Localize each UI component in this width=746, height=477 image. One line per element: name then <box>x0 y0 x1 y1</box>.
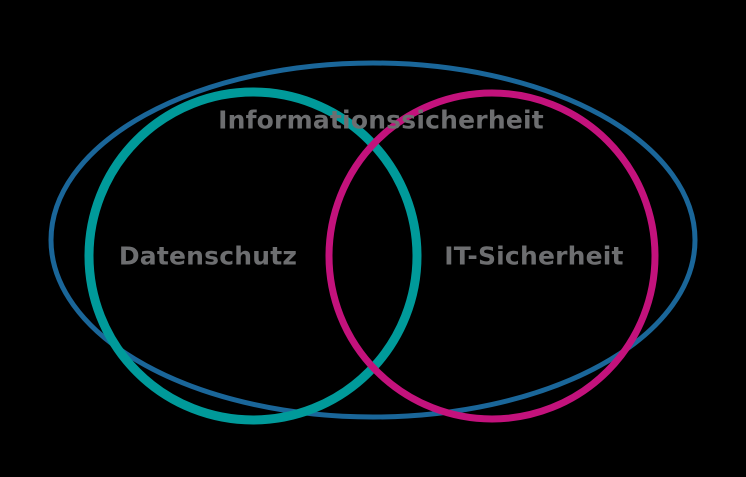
universe-label-informationssicherheit: Informationssicherheit <box>218 105 544 135</box>
set-label-datenschutz: Datenschutz <box>118 241 298 271</box>
universe-ellipse-informationssicherheit <box>48 60 698 420</box>
set-label-it-sicherheit: IT-Sicherheit <box>444 241 624 271</box>
set-circle-it-sicherheit <box>325 89 659 423</box>
set-circle-datenschutz <box>84 87 422 425</box>
